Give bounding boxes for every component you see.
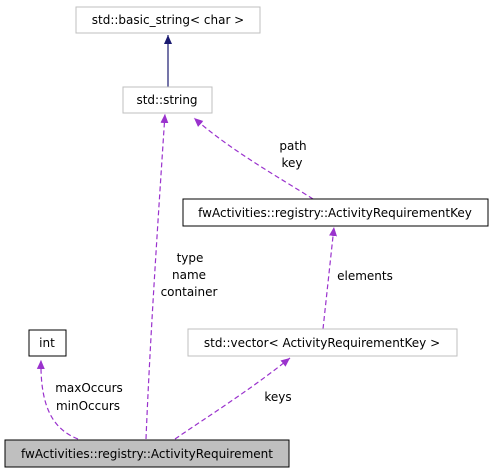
node-activity-requirement[interactable]: fwActivities::registry::ActivityRequirem… bbox=[4, 439, 290, 468]
edge-vector-to-key: elements bbox=[322, 226, 393, 330]
edge-label-name: name bbox=[172, 268, 206, 282]
edge-key-to-string: path key bbox=[193, 117, 314, 200]
node-int-label: int bbox=[39, 336, 55, 350]
edge-label-elements: elements bbox=[337, 269, 393, 283]
edge-label-path: path bbox=[279, 139, 306, 153]
node-vector-key-label: std::vector< ActivityRequirementKey > bbox=[204, 336, 440, 350]
node-basic-string-label: std::basic_string< char > bbox=[92, 13, 245, 27]
node-string[interactable]: std::string bbox=[122, 86, 213, 114]
node-basic-string[interactable]: std::basic_string< char > bbox=[75, 6, 261, 34]
node-int[interactable]: int bbox=[28, 329, 67, 357]
edge-label-key: key bbox=[281, 156, 302, 170]
node-activity-requirement-key-label: fwActivities::registry::ActivityRequirem… bbox=[198, 206, 472, 220]
edge-label-container: container bbox=[161, 285, 218, 299]
node-activity-requirement-key[interactable]: fwActivities::registry::ActivityRequirem… bbox=[182, 198, 489, 227]
edge-requirement-to-int: maxOccurs minOccurs bbox=[36, 359, 123, 440]
node-activity-requirement-label: fwActivities::registry::ActivityRequirem… bbox=[21, 447, 273, 461]
edge-requirement-to-vector: keys bbox=[174, 357, 292, 440]
node-string-label: std::string bbox=[136, 93, 197, 107]
edge-label-minoccurs: minOccurs bbox=[56, 399, 120, 413]
edge-requirement-to-string: type name container bbox=[145, 113, 218, 440]
edge-label-type: type bbox=[177, 251, 204, 265]
edge-label-keys: keys bbox=[264, 390, 291, 404]
node-vector-key[interactable]: std::vector< ActivityRequirementKey > bbox=[187, 328, 458, 357]
edge-label-maxoccurs: maxOccurs bbox=[55, 381, 123, 395]
